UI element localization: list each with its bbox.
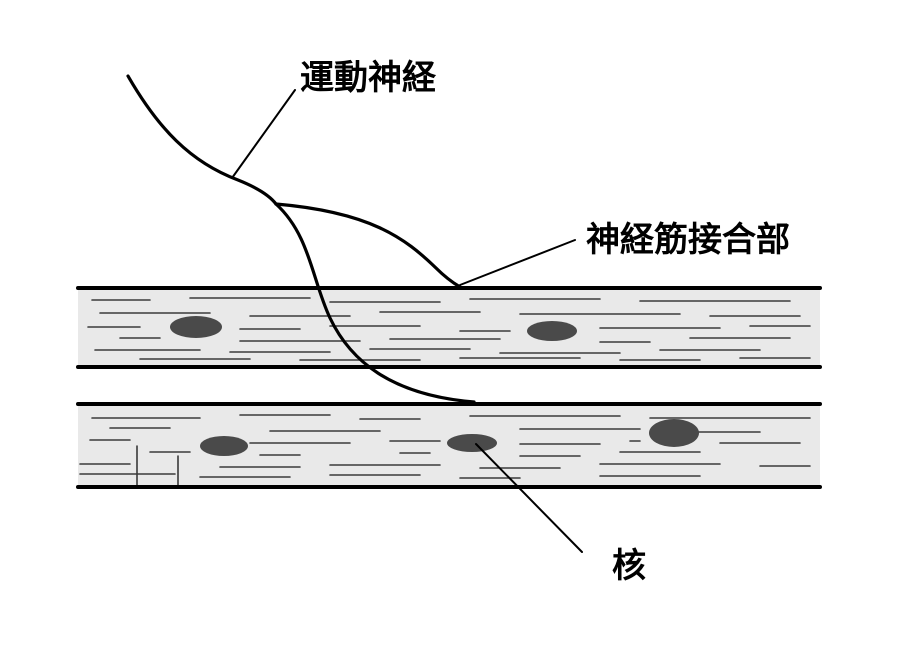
nucleus-lower-middle [447, 434, 497, 452]
muscle-fiber-lower [76, 402, 822, 489]
leader-line-motor-nerve [231, 89, 296, 179]
sarcomere-marks [136, 445, 179, 487]
label-nucleus: 核 [612, 546, 646, 586]
label-neuromuscular-junction: 神経筋接合部 [586, 220, 790, 260]
motor-nerve-branch-lower [274, 202, 476, 404]
leader-line-nucleus [475, 443, 583, 553]
muscle-fiber-upper [76, 286, 822, 369]
nucleus-upper-left [170, 316, 222, 338]
motor-nerve-trunk [126, 74, 278, 206]
label-motor-nerve: 運動神経 [300, 58, 436, 98]
motor-nerve [126, 74, 476, 404]
leader-line-neuromuscular-junction [459, 239, 576, 286]
motor-nerve-branch-upper [274, 202, 462, 289]
nucleus-upper-right [527, 321, 577, 341]
nucleus-lower-left [200, 436, 248, 456]
nucleus-lower-right [649, 419, 699, 447]
striations-lower [79, 414, 811, 479]
